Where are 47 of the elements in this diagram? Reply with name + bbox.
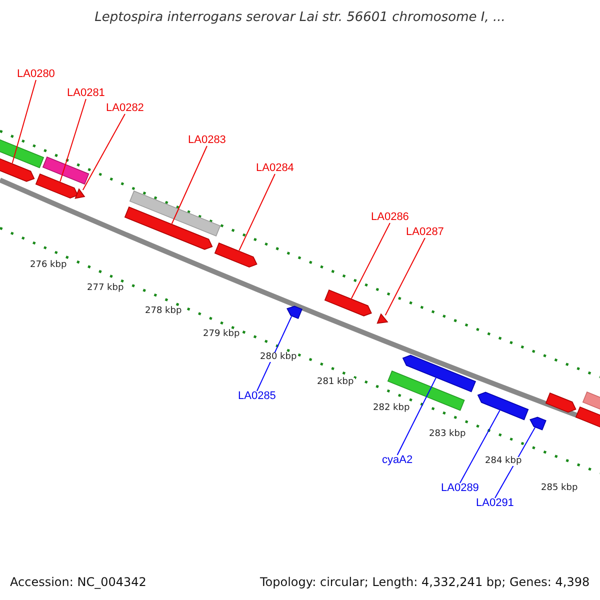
gene-feature	[530, 416, 546, 430]
scale-label: 278 kbp	[144, 307, 183, 316]
scale-label: 276 kbp	[29, 261, 68, 270]
scale-label: 280 kbp	[259, 353, 298, 362]
leader-line	[396, 377, 436, 456]
gene-feature	[124, 206, 213, 250]
gene-label: LA0281	[67, 88, 105, 99]
gene-feature	[214, 242, 258, 268]
leader-line	[82, 114, 126, 191]
scale-label: 282 kbp	[372, 404, 411, 413]
gene-feature	[545, 392, 576, 413]
scale-label: 281 kbp	[316, 378, 355, 387]
scale-label: 284 kbp	[484, 457, 523, 466]
gene-label: LA0286	[371, 212, 409, 223]
gene-feature	[129, 190, 221, 237]
gene-label: LA0285	[238, 391, 276, 402]
scale-label: 277 kbp	[86, 284, 125, 293]
summary-text: Topology: circular; Length: 4,332,241 bp; Genes: 4,398	[260, 576, 590, 588]
accession-text: Accession: NC_004342	[10, 576, 146, 588]
gene-label: LA0289	[441, 483, 479, 494]
scale-label: 285 kbp	[540, 484, 579, 493]
gene-feature	[42, 156, 90, 185]
leader-line	[384, 238, 426, 316]
gene-label: LA0291	[476, 498, 514, 509]
gene-label: LA0280	[17, 69, 55, 80]
leader-line	[494, 427, 536, 498]
gene-feature	[35, 173, 78, 199]
gene-feature	[402, 354, 476, 392]
gene-label: LA0282	[106, 103, 144, 114]
leader-line	[171, 146, 208, 224]
leader-line	[459, 410, 500, 484]
gene-feature	[286, 306, 303, 320]
gene-label: LA0283	[188, 135, 226, 146]
gene-feature	[324, 289, 372, 316]
gene-feature	[477, 392, 529, 420]
scale-label: 279 kbp	[202, 330, 241, 339]
leader-line	[12, 80, 36, 164]
gene-label: LA0287	[406, 227, 444, 238]
leader-line	[256, 316, 292, 392]
gene-label: cyaA2	[382, 455, 413, 466]
gene-feature	[376, 313, 388, 324]
leader-line	[350, 222, 390, 300]
gene-label: LA0284	[256, 163, 294, 174]
leader-line	[238, 174, 276, 252]
title: Leptospira interrogans serovar Lai str. 56601 chromosome I, ...	[94, 11, 506, 24]
gene-feature	[74, 188, 86, 199]
scale-label: 283 kbp	[428, 430, 467, 439]
